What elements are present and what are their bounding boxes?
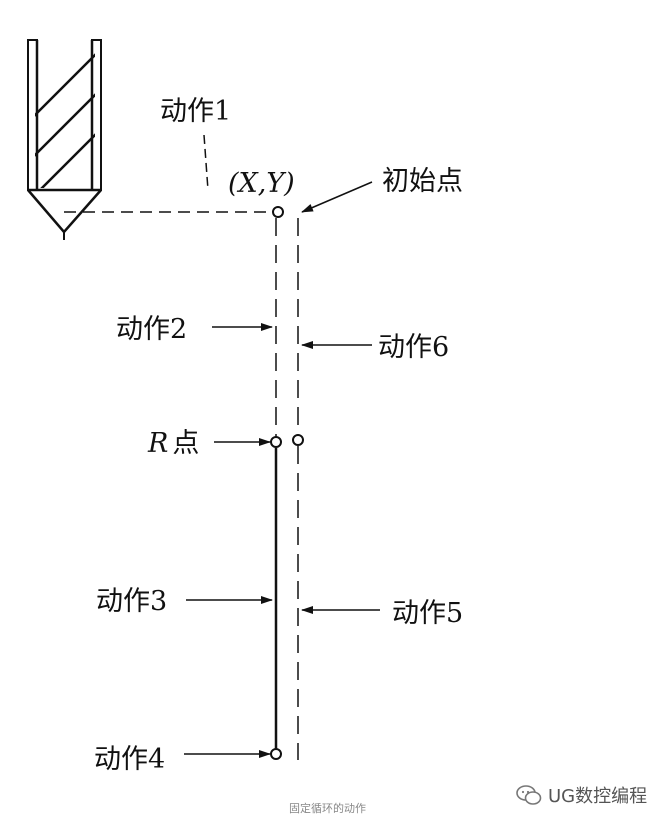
action6-label: 动作6 [378, 332, 449, 363]
watermark-text: UG数控编程 [548, 786, 648, 807]
watermark: UG数控编程 [516, 782, 647, 808]
drill-bit-icon [27, 39, 102, 240]
action2-label: 动作2 [116, 314, 187, 345]
bottom-point-marker [270, 748, 282, 760]
figure-caption: 固定循环的动作 [289, 802, 366, 815]
action3-label: 动作3 [96, 586, 167, 617]
action5-label: 动作5 [392, 598, 463, 629]
action1-label: 动作1 [160, 96, 231, 127]
action1-leader [203, 134, 209, 191]
r-point-return-marker [292, 434, 304, 446]
initial-point-label: 初始点 [382, 166, 463, 197]
r-point-marker [270, 436, 282, 448]
initial-point-marker [272, 206, 284, 218]
initial-point-arrow [301, 181, 373, 213]
wechat-icon [516, 785, 542, 805]
action4-label: 动作4 [94, 744, 165, 775]
xy-label: (X,Y) [228, 168, 295, 199]
